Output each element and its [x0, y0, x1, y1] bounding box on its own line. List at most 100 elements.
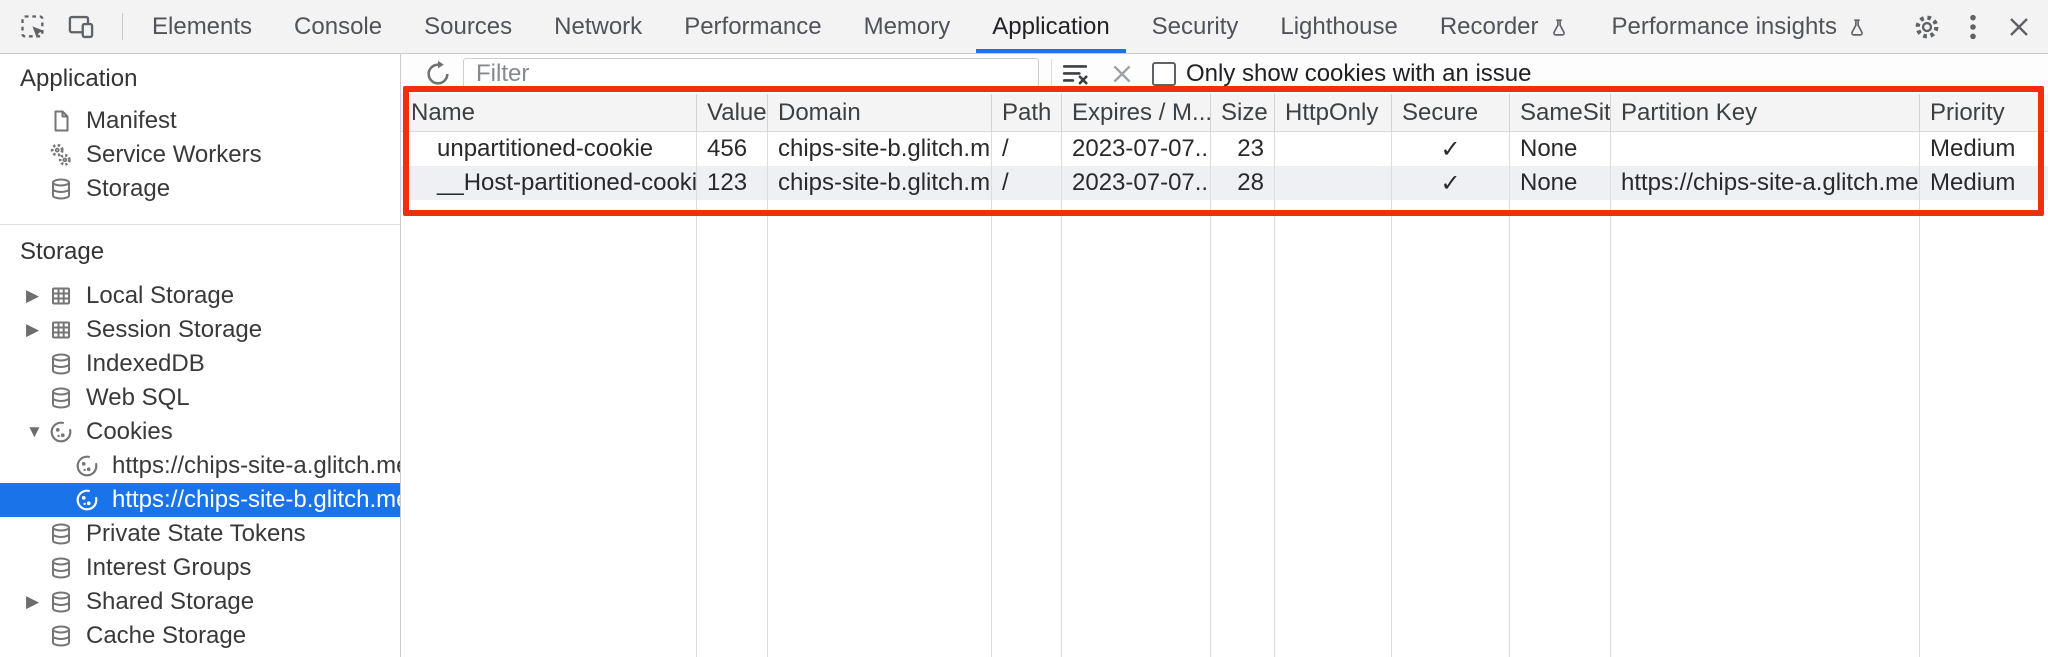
- cell-priority[interactable]: Medium: [1930, 135, 2016, 162]
- cookies-table-empty-area: [401, 200, 2048, 657]
- panel-tabs: Elements Console Sources Network Perform…: [131, 0, 1889, 53]
- sidebar-item-shared-storage[interactable]: Shared Storage: [0, 585, 400, 619]
- sidebar-item-local-storage[interactable]: Local Storage: [0, 279, 400, 313]
- tab-elements[interactable]: Elements: [152, 12, 253, 40]
- column-header-priority[interactable]: Priority: [1930, 98, 2005, 126]
- sidebar-section-application: Application Manifest: [0, 54, 400, 225]
- tab-security[interactable]: Security: [1151, 12, 1239, 40]
- clear-icon[interactable]: [1108, 60, 1136, 88]
- cell-samesite[interactable]: None: [1510, 132, 1611, 166]
- more-vertical-icon[interactable]: [1950, 0, 1996, 53]
- tab-lighthouse[interactable]: Lighthouse: [1280, 12, 1398, 40]
- database-icon: [48, 623, 74, 649]
- expand-arrow-icon[interactable]: [26, 320, 48, 340]
- expand-arrow-icon[interactable]: [26, 286, 48, 306]
- filter-input[interactable]: [463, 58, 1039, 90]
- sidebar-item-cookies[interactable]: Cookies: [0, 415, 400, 449]
- sidebar-item-web-sql[interactable]: Web SQL: [0, 381, 400, 415]
- sidebar-item-indexeddb[interactable]: IndexedDB: [0, 347, 400, 381]
- only-issue-cookies-checkbox[interactable]: [1152, 62, 1176, 86]
- column-header-domain[interactable]: Domain: [768, 94, 992, 131]
- column-header-value[interactable]: Value: [697, 94, 768, 131]
- cell-httponly[interactable]: [1275, 166, 1392, 200]
- collapse-arrow-icon[interactable]: [26, 422, 48, 442]
- close-icon[interactable]: [1996, 0, 2042, 53]
- column-header-path[interactable]: Path: [992, 94, 1062, 131]
- sidebar-item-cookies-chips-site-a[interactable]: https://chips-site-a.glitch.me: [0, 449, 400, 483]
- database-icon: [48, 589, 74, 615]
- sidebar-item-label: Cache Storage: [86, 622, 247, 649]
- cell-expires[interactable]: 2023-07-07...: [1062, 132, 1211, 166]
- sidebar-item-interest-groups[interactable]: Interest Groups: [0, 551, 400, 585]
- sidebar-item-service-workers[interactable]: Service Workers: [0, 138, 400, 172]
- cell-path[interactable]: /: [992, 166, 1062, 200]
- tab-network[interactable]: Network: [554, 12, 643, 40]
- application-sidebar: Application Manifest: [0, 54, 401, 657]
- tab-console[interactable]: Console: [294, 12, 383, 40]
- cookie-icon: [74, 453, 100, 479]
- cookies-table: Name Value Domain Path Expires / M... Si…: [401, 94, 2048, 657]
- sidebar-item-cache-storage[interactable]: Cache Storage: [0, 619, 400, 653]
- cell-size[interactable]: 23: [1211, 132, 1275, 166]
- column-header-name[interactable]: Name: [401, 94, 697, 131]
- cell-path[interactable]: /: [992, 132, 1062, 166]
- sidebar-item-label: IndexedDB: [86, 350, 205, 377]
- tab-application[interactable]: Application: [971, 0, 1130, 53]
- cell-secure-check[interactable]: ✓: [1392, 166, 1510, 200]
- sidebar-item-manifest[interactable]: Manifest: [0, 104, 400, 138]
- cell-value[interactable]: 123: [697, 166, 768, 200]
- device-toolbar-icon[interactable]: [64, 0, 98, 53]
- sidebar-item-session-storage[interactable]: Session Storage: [0, 313, 400, 347]
- sidebar-item-label: https://chips-site-b.glitch.me: [112, 486, 401, 513]
- sidebar-item-label: Cookies: [86, 418, 173, 445]
- column-header-secure[interactable]: Secure: [1392, 94, 1510, 131]
- tabbar-divider: [122, 13, 123, 40]
- cell-domain[interactable]: chips-site-b.glitch.me: [768, 166, 992, 200]
- database-icon: [48, 555, 74, 581]
- cell-priority[interactable]: Medium: [1930, 169, 2016, 196]
- section-title-storage: Storage: [20, 238, 105, 265]
- sidebar-item-label: Storage: [86, 175, 171, 202]
- cell-secure-check[interactable]: ✓: [1392, 132, 1510, 166]
- cookie-icon: [48, 419, 74, 445]
- sidebar-item-cookies-chips-site-b[interactable]: https://chips-site-b.glitch.me: [0, 483, 400, 517]
- devtools-tabbar: Elements Console Sources Network Perform…: [0, 0, 2048, 54]
- cell-domain[interactable]: chips-site-b.glitch.me: [768, 132, 992, 166]
- cookie-row-unpartitioned[interactable]: unpartitioned-cookie 456 chips-site-b.gl…: [401, 132, 2048, 166]
- toolbar-divider: [1051, 59, 1052, 89]
- cell-size[interactable]: 28: [1211, 166, 1275, 200]
- tab-recorder[interactable]: Recorder: [1419, 0, 1591, 53]
- sidebar-item-storage[interactable]: Storage: [0, 172, 400, 206]
- sidebar-item-label: https://chips-site-a.glitch.me: [112, 452, 401, 479]
- tab-performance[interactable]: Performance: [684, 12, 822, 40]
- tab-performance-insights[interactable]: Performance insights: [1591, 0, 1889, 53]
- cell-value[interactable]: 456: [697, 132, 768, 166]
- sidebar-item-label: Session Storage: [86, 316, 263, 343]
- cell-expires[interactable]: 2023-07-07...: [1062, 166, 1211, 200]
- cell-httponly[interactable]: [1275, 132, 1392, 166]
- sidebar-item-private-state-tokens[interactable]: Private State Tokens: [0, 517, 400, 551]
- gear-icon[interactable]: [1904, 0, 1950, 53]
- column-header-size[interactable]: Size: [1211, 94, 1275, 131]
- column-header-partition-key[interactable]: Partition Key: [1611, 94, 1920, 131]
- column-header-httponly[interactable]: HttpOnly: [1275, 94, 1392, 131]
- inspect-icon[interactable]: [18, 0, 48, 53]
- cell-partition-key[interactable]: https://chips-site-a.glitch.me: [1611, 166, 1920, 200]
- cell-partition-key[interactable]: [1611, 132, 1920, 166]
- cookie-icon: [74, 487, 100, 513]
- only-issue-cookies-label[interactable]: Only show cookies with an issue: [1186, 60, 1532, 87]
- tab-sources[interactable]: Sources: [424, 12, 513, 40]
- column-header-expires[interactable]: Expires / M...: [1062, 94, 1211, 131]
- column-header-samesite[interactable]: SameSite: [1510, 94, 1611, 131]
- refresh-icon[interactable]: [423, 59, 453, 89]
- cell-name[interactable]: __Host-partitioned-cookie: [401, 166, 697, 200]
- expand-arrow-icon[interactable]: [26, 592, 48, 612]
- tab-memory[interactable]: Memory: [863, 12, 951, 40]
- cell-samesite[interactable]: None: [1510, 166, 1611, 200]
- cell-name[interactable]: unpartitioned-cookie: [401, 132, 697, 166]
- database-icon: [48, 521, 74, 547]
- clear-filter-icon[interactable]: [1060, 59, 1090, 89]
- tabbar-right-controls: [1903, 0, 2048, 53]
- cookie-row-host-partitioned[interactable]: __Host-partitioned-cookie 123 chips-site…: [401, 166, 2048, 200]
